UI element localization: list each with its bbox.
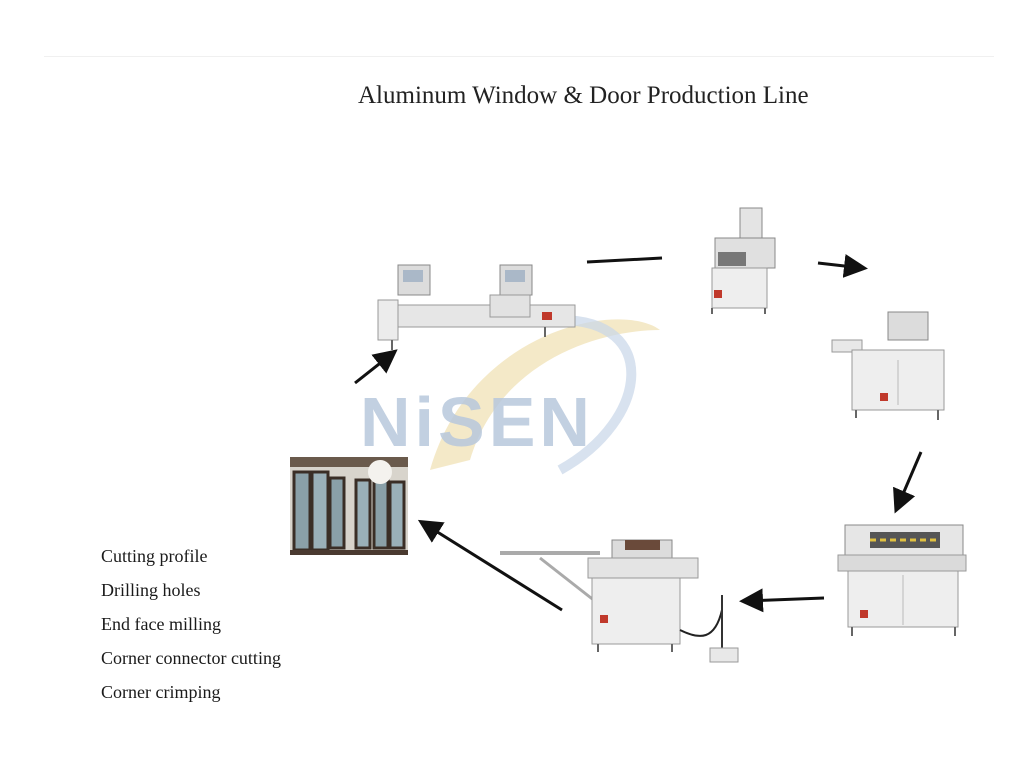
arrow-connector-saw-to-crimping xyxy=(739,588,825,613)
step-item: Cutting profile xyxy=(101,546,208,566)
arrow-milling-to-connector-saw xyxy=(893,451,923,514)
step-item: Corner connector cutting xyxy=(101,648,281,668)
arrow-to-cutting-saw xyxy=(354,349,398,385)
step-item: Corner crimping xyxy=(101,682,221,702)
watermark-logo: NiSEN xyxy=(360,383,594,461)
diagram-frame xyxy=(44,56,994,725)
step-item: End face milling xyxy=(101,614,221,634)
arrow-saw-to-drill xyxy=(586,256,663,264)
arrow-drill-to-milling xyxy=(817,254,868,278)
arrow-crimping-to-window xyxy=(417,519,563,612)
diagram-title: Aluminum Window & Door Production Line xyxy=(358,82,809,109)
process-steps-list: Cutting profile Drilling holes End face … xyxy=(101,545,281,715)
step-item: Drilling holes xyxy=(101,580,201,600)
